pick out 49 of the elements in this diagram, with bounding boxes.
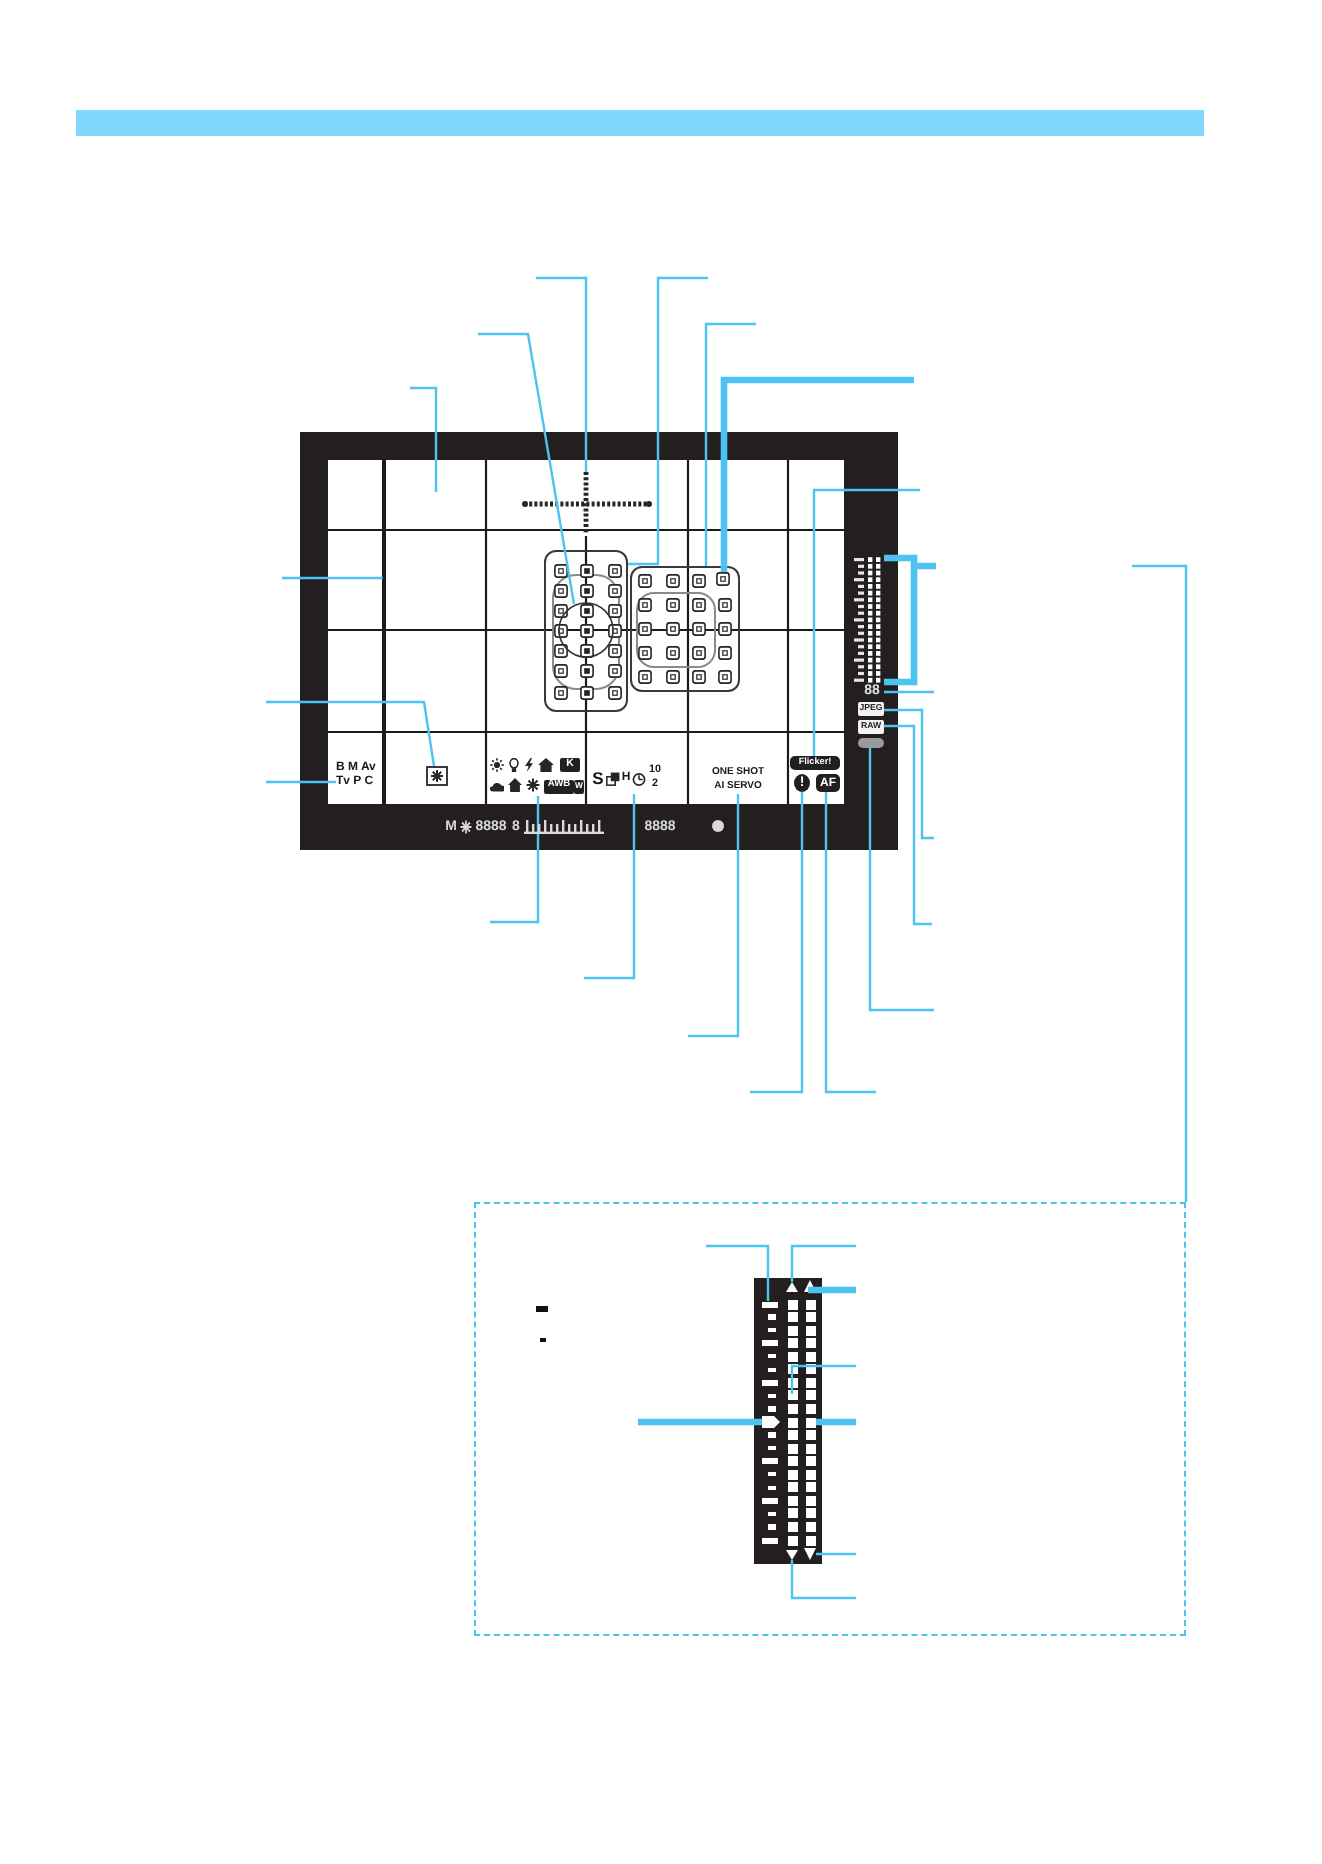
leader-line xyxy=(628,276,708,566)
electronic-level-scale xyxy=(522,472,652,534)
leader-line xyxy=(884,690,934,694)
leader-line xyxy=(868,748,934,1012)
leader-line xyxy=(812,488,920,756)
leader-line xyxy=(884,708,934,840)
triangle-marker xyxy=(804,1280,816,1292)
leader-line xyxy=(266,780,336,784)
leader-line xyxy=(688,794,740,1038)
leader-line xyxy=(1132,564,1188,1202)
af-point-icon xyxy=(716,572,730,586)
leader-line xyxy=(880,554,940,686)
inset-frame xyxy=(474,1202,1186,1636)
mode-text: S xyxy=(592,768,604,790)
leader-line xyxy=(790,1244,856,1282)
leader-line xyxy=(584,794,636,980)
level-display xyxy=(754,1278,822,1564)
triangle-marker xyxy=(786,1550,798,1560)
leader-line xyxy=(884,724,932,926)
leader-line xyxy=(720,376,914,572)
zone-frame xyxy=(630,566,740,692)
scale-tick xyxy=(762,1301,778,1307)
leader-line xyxy=(790,1364,856,1394)
viewfinder-frame xyxy=(300,432,898,850)
leader-line xyxy=(816,1552,856,1556)
leader-line xyxy=(750,792,804,1094)
leader-line xyxy=(638,1418,762,1426)
leader-line xyxy=(824,792,876,1094)
triangle-marker xyxy=(786,1282,798,1292)
status-indicator xyxy=(858,738,884,748)
viewfinder-grid xyxy=(328,460,844,804)
leader-line xyxy=(282,576,383,580)
leader-line xyxy=(706,1244,770,1301)
leader-line xyxy=(490,796,540,924)
leader-line xyxy=(790,1560,856,1600)
grid-line xyxy=(382,460,386,804)
zone-frame xyxy=(544,550,628,712)
leader-line xyxy=(410,386,438,492)
index-pointer xyxy=(762,1416,780,1428)
leader-line xyxy=(536,276,588,472)
spot-metering-circle xyxy=(558,602,614,658)
leader-line xyxy=(808,1286,856,1294)
leader-line xyxy=(816,1418,856,1426)
triangle-marker xyxy=(804,1548,816,1560)
leader-line xyxy=(266,700,436,767)
asterisk-box-icon xyxy=(426,766,448,786)
exposure-level-scale xyxy=(850,554,884,684)
leader-line xyxy=(478,332,576,605)
leader-line xyxy=(704,322,756,566)
